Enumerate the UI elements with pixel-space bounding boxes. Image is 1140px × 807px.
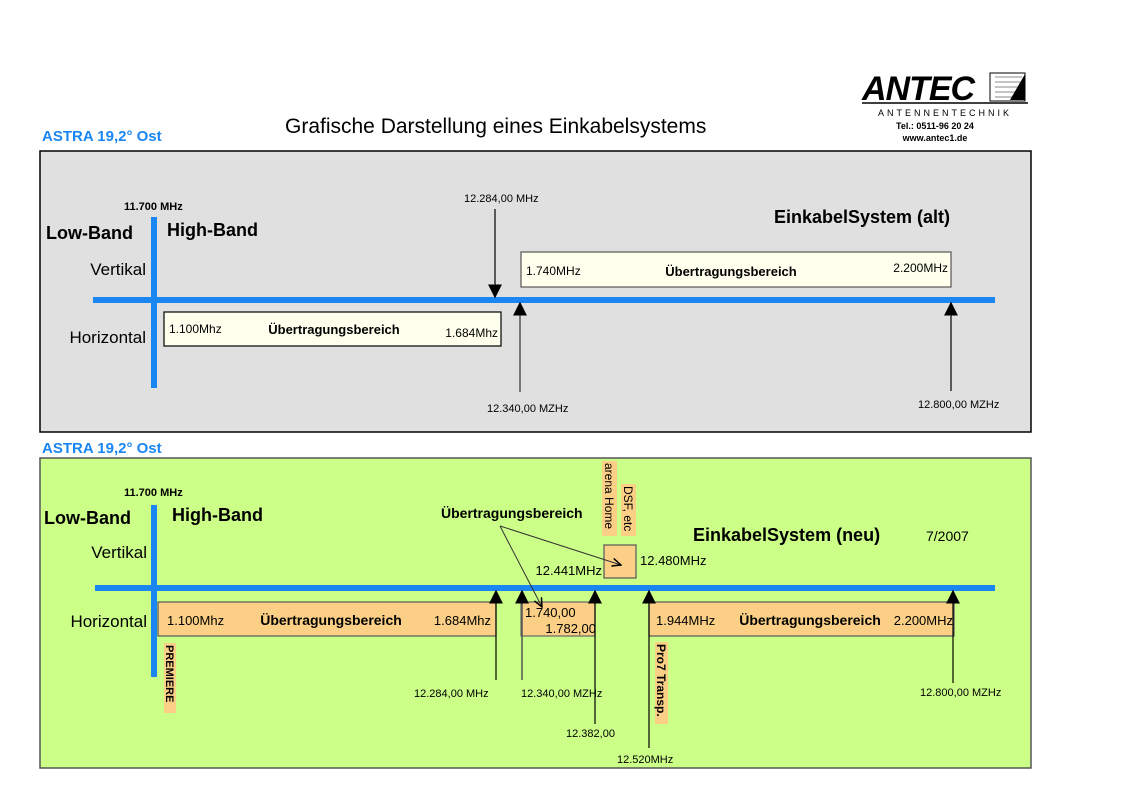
satellite-label-old: ASTRA 19,2° Ost — [42, 128, 162, 145]
high-band-label-old: High-Band — [167, 220, 258, 240]
box-label: Übertragungsbereich — [739, 612, 881, 628]
system-date-new: 7/2007 — [926, 528, 969, 544]
panel-old — [39, 150, 1032, 433]
box-end-label: 1.782,00 — [545, 621, 596, 636]
system-title-new: EinkabelSystem (neu) — [693, 525, 880, 545]
range-box-h3-new: 1.944MHz Übertragungsbereich 2.200MHz — [648, 601, 955, 637]
vertical-label-new: Vertikal — [91, 543, 147, 562]
box-label: Übertragungsbereich — [665, 264, 797, 279]
range-box-h1-new: 1.100Mhz Übertragungsbereich 1.684Mhz — [157, 601, 497, 637]
logo-brand: ANTEC — [861, 70, 976, 108]
box-end-label: 2.200MHz — [894, 613, 953, 628]
dish-icon — [989, 72, 1026, 102]
tag-dsf-arena: arena Home DSF, etc — [602, 461, 636, 536]
box-start-label: 1.100Mhz — [167, 613, 224, 628]
callout-arrow-horizontal — [499, 525, 542, 607]
range-box-h2-new: 1.740,00 1.782,00 — [520, 601, 596, 637]
tag-pro7-text: Pro7 Transp. — [654, 644, 668, 717]
low-band-label-new: Low-Band — [44, 508, 131, 528]
logo-url: www.antec1.de — [902, 133, 968, 143]
box-start-label: 1.944MHz — [656, 613, 715, 628]
band-split-label-old: 11.700 MHz — [124, 201, 183, 213]
range-box-horizontal-old: 1.100Mhz Übertragungsbereich 1.684Mhz — [163, 311, 502, 347]
page-title: Grafische Darstellung eines Einkabelsyst… — [285, 115, 706, 138]
marker-12284-old: 12.284,00 MHz — [464, 193, 539, 205]
marker-12284-new: 12.284,00 MHz — [414, 688, 489, 700]
horizontal-label-new: Horizontal — [70, 612, 147, 631]
callout-label-new: Übertragungsbereich — [441, 505, 583, 521]
tag-premiere: PREMIERE — [163, 643, 176, 713]
high-band-label-new: High-Band — [172, 505, 263, 525]
marker-12340-new: 12.340,00 MZHz — [521, 688, 602, 700]
tag-pro7: Pro7 Transp. — [654, 642, 668, 724]
logo-subtitle: ANTENNENTECHNIK — [878, 108, 1012, 118]
system-title-old: EinkabelSystem (alt) — [774, 207, 950, 227]
tag-dsf: DSF, etc — [621, 486, 635, 531]
box-label: Übertragungsbereich — [268, 322, 400, 337]
marker-12340-old: 12.340,00 MZHz — [487, 403, 568, 415]
box-start-label: 1.740,00 — [525, 605, 576, 620]
marker-12800-new: 12.800,00 MZHz — [920, 687, 1001, 699]
marker-12480-new: 12.480MHz — [640, 553, 706, 568]
marker-12441-new: 12.441MHz — [536, 563, 602, 578]
antec-logo: ANTEC ANTENNENTECHNIK Tel.: 0511-96 20 2… — [861, 70, 1028, 143]
low-band-label-old: Low-Band — [46, 223, 133, 243]
tag-arena: arena Home — [602, 463, 616, 529]
range-box-vertical-old: 1.740MHz Übertragungsbereich 2.200MHz — [520, 251, 952, 288]
box-start-label: 1.100Mhz — [169, 322, 222, 336]
marker-12520-new: 12.520MHz — [617, 754, 673, 766]
callout-arrow-vertical — [499, 525, 621, 565]
tag-premiere-text: PREMIERE — [163, 645, 175, 702]
marker-12800-old: 12.800,00 MZHz — [918, 399, 999, 411]
satellite-label-new: ASTRA 19,2° Ost — [42, 440, 162, 457]
vertical-label-old: Vertikal — [90, 260, 146, 279]
box-end-label: 1.684Mhz — [434, 613, 491, 628]
box-start-label: 1.740MHz — [526, 264, 581, 278]
logo-phone: Tel.: 0511-96 20 24 — [896, 121, 974, 131]
box-label: Übertragungsbereich — [260, 612, 402, 628]
box-end-label: 1.684Mhz — [445, 326, 498, 340]
box-end-label: 2.200MHz — [893, 261, 948, 275]
band-split-label-new: 11.700 MHz — [124, 487, 183, 499]
horizontal-label-old: Horizontal — [69, 328, 146, 347]
marker-12382-new: 12.382,00 — [566, 728, 615, 740]
